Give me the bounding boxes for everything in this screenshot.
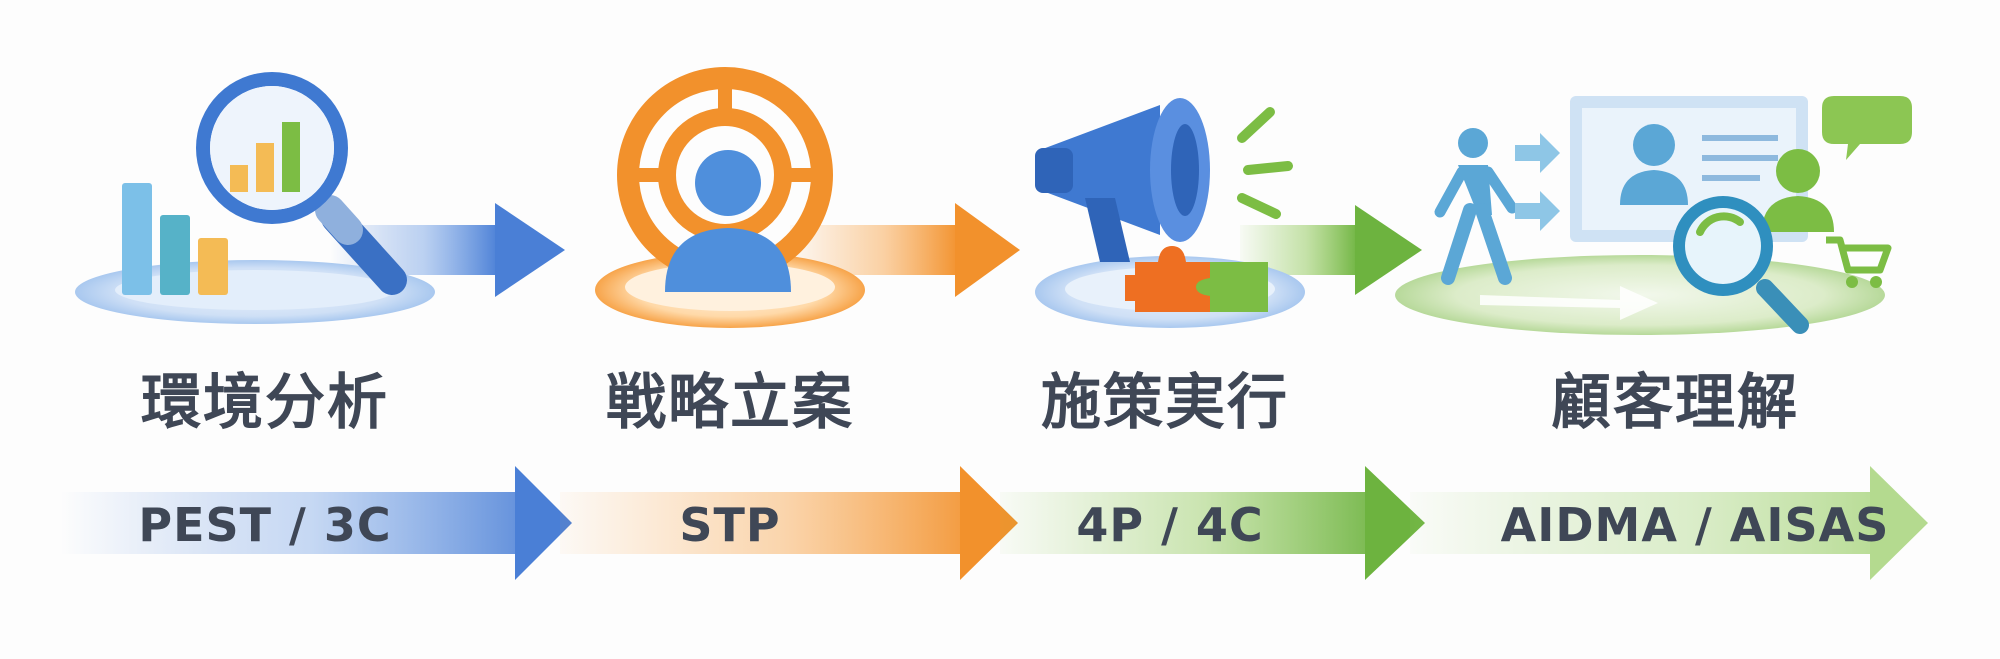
framework-arrow-2 xyxy=(560,466,1018,580)
stage-title-execution: 施策実行 xyxy=(1041,368,1289,438)
framework-arrow-3 xyxy=(1000,466,1425,580)
stage-title-environment-analysis: 環境分析 xyxy=(141,368,389,438)
framework-label-stp: STP xyxy=(679,498,781,552)
framework-label-pest-3c: PEST / 3C xyxy=(138,498,392,552)
framework-label-4p-4c: 4P / 4C xyxy=(1076,498,1264,552)
magnifier-bar-chart-icon xyxy=(75,72,435,324)
framework-arrow-1 xyxy=(60,466,572,580)
customer-journey-icon xyxy=(1395,96,1912,335)
stage-title-strategy-planning: 戦略立案 xyxy=(606,368,854,438)
megaphone-puzzle-icon xyxy=(1035,98,1305,328)
framework-arrow-4 xyxy=(1410,466,1928,580)
target-person-icon xyxy=(595,67,865,328)
stage-title-customer-understanding: 顧客理解 xyxy=(1551,368,1799,438)
framework-label-aidma-aisas: AIDMA / AISAS xyxy=(1500,498,1890,552)
